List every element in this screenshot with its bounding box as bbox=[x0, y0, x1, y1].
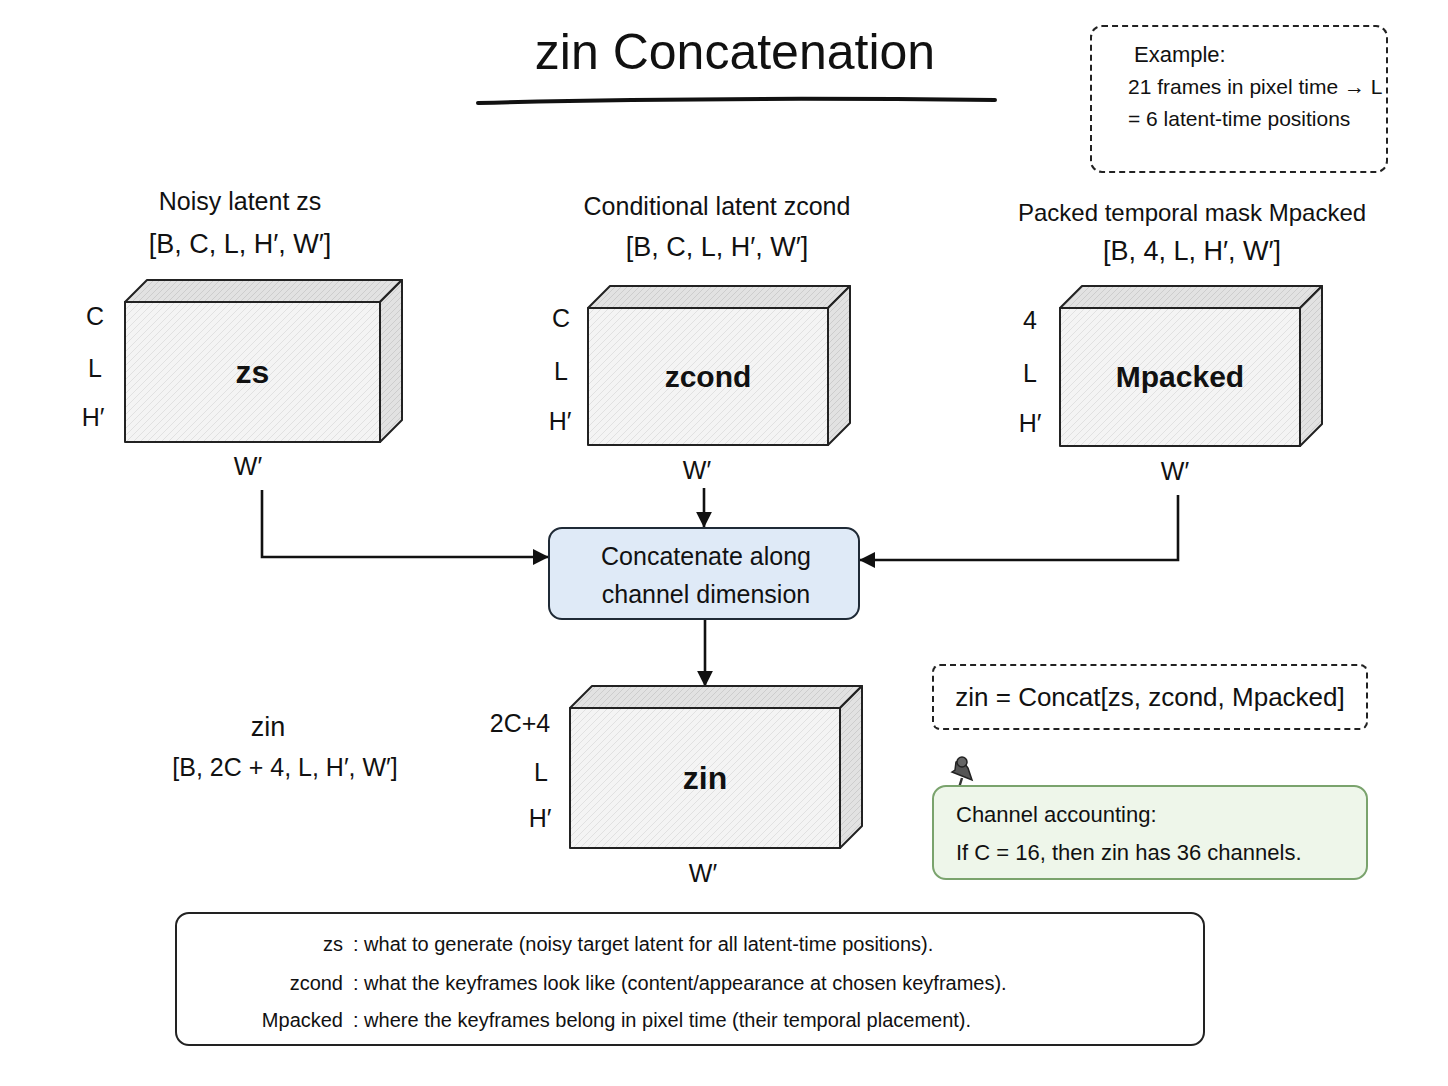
cube-top-face bbox=[588, 286, 850, 308]
tensor-heading: zin bbox=[168, 711, 368, 745]
note-heading: Example: bbox=[1134, 41, 1374, 69]
dimension-label: L bbox=[501, 757, 581, 787]
cube-side-face bbox=[380, 280, 402, 442]
key-term: zcond bbox=[217, 971, 343, 996]
dimension-label: C bbox=[55, 301, 135, 331]
example-note: Example:21 frames in pixel time → L = 6 … bbox=[1090, 25, 1388, 173]
dimension-label: H′ bbox=[53, 402, 133, 432]
tensor-heading: Conditional latent zcond bbox=[545, 191, 889, 222]
cube-front-face bbox=[570, 708, 840, 848]
dimension-label: 4 bbox=[990, 305, 1070, 335]
process-box: Concatenate along channel dimension bbox=[548, 527, 860, 620]
dimension-label: H′ bbox=[520, 406, 600, 436]
dimension-label: L bbox=[521, 356, 601, 386]
key-description: : what to generate (noisy target latent … bbox=[353, 932, 1193, 957]
dimension-label: C bbox=[521, 303, 601, 333]
tensor-symbol: zin bbox=[570, 708, 840, 848]
note-body: 21 frames in pixel time → L = 6 latent-t… bbox=[1128, 71, 1384, 134]
tensor-heading: Packed temporal mask Mpacked bbox=[1000, 198, 1384, 228]
cube-front-face bbox=[588, 308, 828, 445]
process-label: Concatenate along channel dimension bbox=[560, 539, 852, 612]
tensor-shape: [B, C, L, H′, W′] bbox=[90, 228, 390, 262]
key-description: : what the keyframes look like (content/… bbox=[353, 971, 1193, 996]
flow-arrow bbox=[262, 490, 548, 557]
dimension-label: W′ bbox=[657, 455, 737, 485]
key-box: zs : what to generate (noisy target laten… bbox=[175, 912, 1205, 1046]
formula-text: zin = Concat[zs, zcond, Mpacked] bbox=[934, 666, 1366, 728]
tensor-cube: Noisy latent zs [B, C, L, H′, W′] zs bbox=[80, 180, 420, 490]
tensor-cube: Conditional latent zcond[B, C, L, H′, W′… bbox=[545, 183, 885, 488]
tensor-symbol: zs bbox=[125, 302, 380, 442]
cube-front-face bbox=[1060, 308, 1300, 446]
callout-body: If C = 16, then zin has 36 channels. bbox=[956, 839, 1356, 867]
cube-outline bbox=[545, 183, 885, 488]
tensor-shape: [B, C, L, H′, W′] bbox=[567, 231, 867, 265]
diagram-title: zin Concatenation bbox=[435, 22, 1035, 82]
tensor-heading: Noisy latent zs bbox=[90, 186, 390, 217]
dimension-label: L bbox=[990, 358, 1070, 388]
dimension-label: W′ bbox=[663, 858, 743, 888]
cube-outline bbox=[80, 180, 420, 490]
info-callout: Channel accounting: If C = 16, then zin h… bbox=[932, 785, 1368, 880]
cube-top-face bbox=[125, 280, 402, 302]
dimension-label: W′ bbox=[208, 451, 288, 481]
tensor-shape: [B, 4, L, H′, W′] bbox=[1042, 235, 1342, 269]
callout-heading: Channel accounting: bbox=[956, 801, 1356, 829]
cube-outline bbox=[1000, 190, 1390, 495]
cube-side-face bbox=[840, 686, 862, 848]
cube-front-face bbox=[125, 302, 380, 442]
cube-side-face bbox=[1300, 286, 1322, 446]
cube-top-face bbox=[1060, 286, 1322, 308]
dimension-label: W′ bbox=[1135, 456, 1215, 486]
key-term: zs bbox=[217, 932, 343, 957]
formula-box: zin = Concat[zs, zcond, Mpacked] bbox=[932, 664, 1368, 730]
key-term: Mpacked bbox=[217, 1008, 343, 1033]
dimension-label: H′ bbox=[990, 408, 1070, 438]
cube-top-face bbox=[570, 686, 862, 708]
dimension-label: H′ bbox=[500, 803, 580, 833]
tensor-symbol: Mpacked bbox=[1060, 308, 1300, 446]
cube-side-face bbox=[828, 286, 850, 445]
tensor-symbol: zcond bbox=[588, 308, 828, 445]
flow-arrow bbox=[704, 620, 707, 686]
dimension-label: L bbox=[55, 353, 135, 383]
mask-cube: Packed temporal mask Mpacked [B, 4, L, H′… bbox=[1000, 190, 1390, 495]
tensor-shape: [B, 2C + 4, L, H′, W′] bbox=[140, 752, 430, 783]
flow-arrow bbox=[703, 488, 706, 527]
title-underline bbox=[478, 99, 995, 103]
flow-arrow bbox=[860, 495, 1178, 560]
dimension-label: 2C+4 bbox=[480, 708, 560, 738]
key-description: : where the keyframes belong in pixel ti… bbox=[353, 1008, 1193, 1033]
